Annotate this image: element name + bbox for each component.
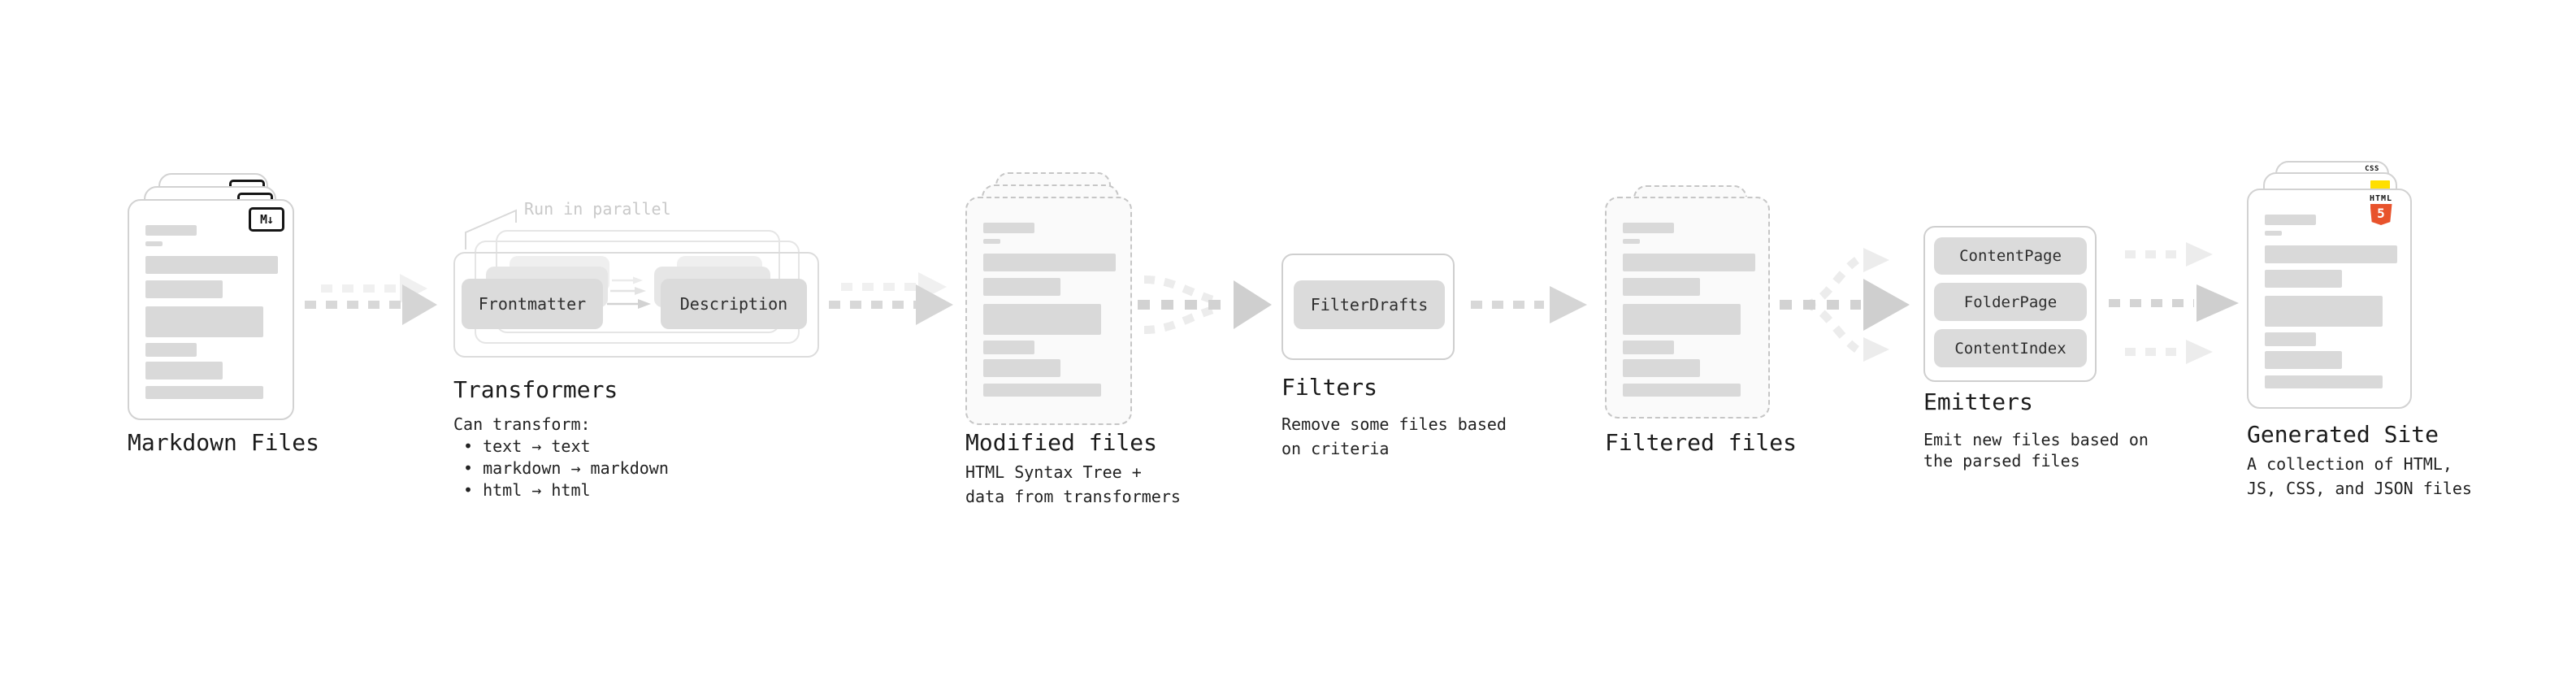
text-line-bar [145,256,278,274]
transformers-capability-list: • text → text • markdown → markdown • ht… [463,436,669,501]
text-line-bar [1623,340,1674,354]
modified-files-description: HTML Syntax Tree + data from transformer… [965,462,1181,506]
text-line-bar [2265,351,2342,369]
text-line-bar [1623,304,1741,335]
text-line-bar [2265,231,2282,236]
description-transformer-box: Description [661,279,807,329]
run-in-parallel-callout-line [465,209,517,249]
text-line-bar [983,239,1000,244]
text-line-bar [145,386,263,399]
capability-item: • markdown → markdown [463,458,669,478]
text-line-bar [1623,254,1755,271]
run-in-parallel-note: Run in parallel [524,199,671,219]
text-line-bar [1623,223,1674,233]
markdown-file-card: M↓ [128,199,294,420]
transformer-group [453,252,819,358]
modified-file-card [965,197,1132,425]
markdown-files-label: Markdown Files [128,429,320,456]
emitters-group [1923,226,2097,382]
filters-heading: Filters [1281,374,1378,401]
filterdrafts-box: FilterDrafts [1294,280,1445,329]
text-line-bar [983,359,1060,377]
text-line-bar [1623,384,1741,397]
arrow-filters-to-filtered [1471,286,1587,323]
text-line-bar [983,254,1116,271]
folderpage-emitter-box: FolderPage [1934,283,2087,321]
text-line-bar [2265,270,2342,288]
text-line-bar [145,280,223,298]
emitters-description: Emit new files based on the parsed files [1923,430,2149,471]
text-line-bar [145,225,197,236]
frontmatter-transformer-box: Frontmatter [462,279,603,329]
js-file-icon [2370,180,2390,189]
arrows-emitters-to-generated [2109,242,2239,364]
generated-site-label: Generated Site [2247,421,2439,448]
text-line-bar [145,362,223,380]
modified-files-label: Modified files [965,429,1158,456]
text-line-bar [983,223,1034,233]
arrow-modified-to-filters [1138,275,1272,334]
transformers-description-title: Can transform: [453,414,591,434]
text-line-bar [1623,359,1700,377]
generated-html-file-card: HTML 5 [2247,189,2412,409]
arrow-filtered-to-emitters [1780,248,1910,362]
text-line-bar [983,278,1060,296]
emitters-heading: Emitters [1923,388,2033,415]
capability-item: • html → html [463,480,591,500]
filters-description: Remove some files based on criteria [1281,414,1507,458]
contentindex-emitter-box: ContentIndex [1934,329,2087,367]
generated-site-description: A collection of HTML, JS, CSS, and JSON … [2247,454,2472,498]
text-line-bar [1623,239,1640,244]
document-text-lines [2249,190,2410,407]
frontmatter-to-description-arrows [607,276,651,309]
text-line-bar [2265,375,2383,388]
filtered-file-card [1605,197,1770,419]
capability-item: • text → text [463,436,591,456]
text-line-bar [2265,215,2316,225]
arrow-transformers-to-modified [829,272,953,325]
document-text-lines [129,201,293,419]
text-line-bar [2265,296,2383,327]
text-line-bar [145,241,163,246]
filtered-files-label: Filtered files [1605,429,1798,456]
arrow-markdown-to-transformers [305,274,437,325]
html5-icon: HTML 5 [2358,195,2404,225]
text-line-bar [983,384,1101,397]
text-line-bar [2265,332,2316,346]
document-text-lines [1607,198,1768,417]
markdown-icon: M↓ [249,207,284,232]
text-line-bar [145,343,197,357]
text-line-bar [983,340,1034,354]
text-line-bar [2265,245,2397,263]
transformers-heading: Transformers [453,376,618,403]
contentpage-emitter-box: ContentPage [1934,237,2087,275]
filters-group [1281,254,1455,360]
text-line-bar [983,304,1101,335]
document-text-lines [967,198,1130,423]
text-line-bar [145,306,263,337]
text-line-bar [1623,278,1700,296]
